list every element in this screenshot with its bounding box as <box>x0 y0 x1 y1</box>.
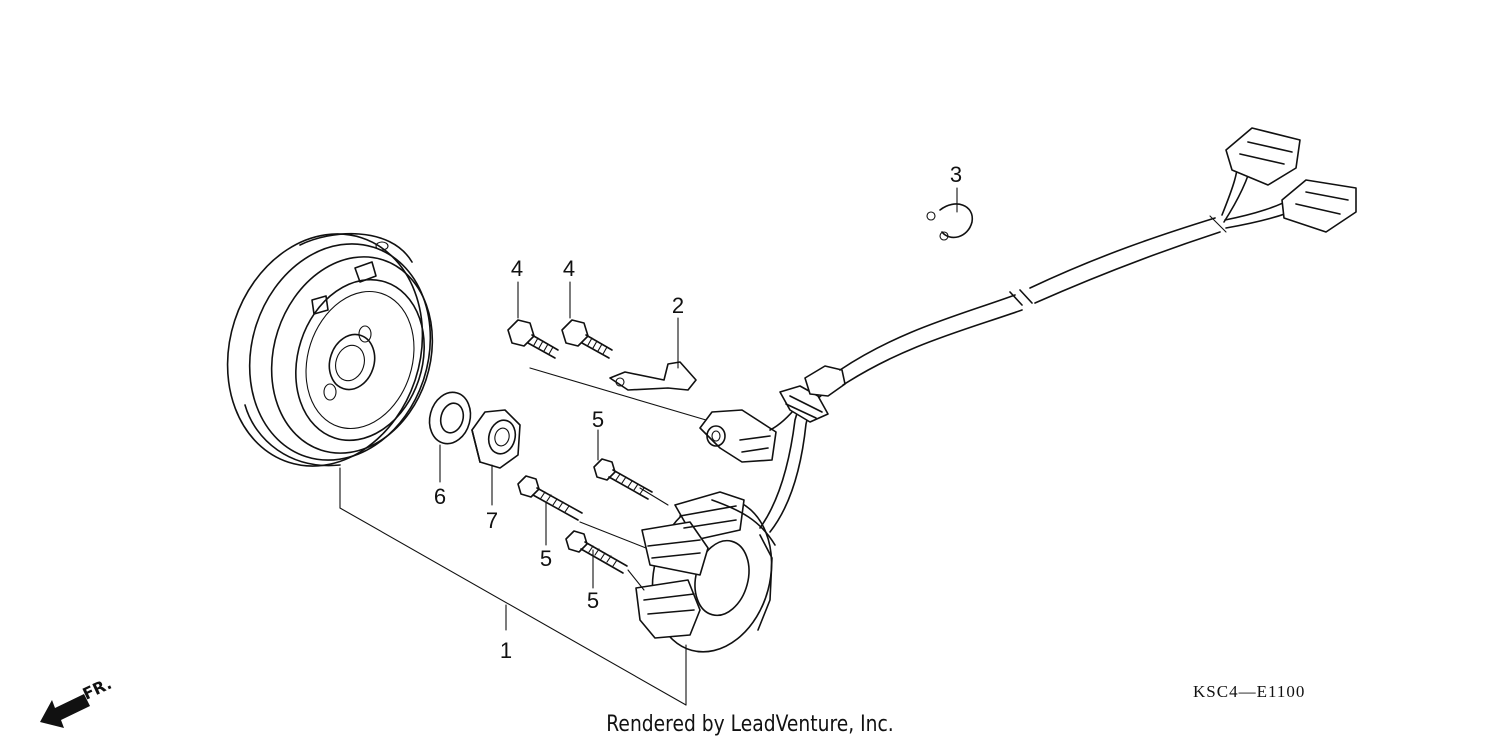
callout-2[interactable]: 2 <box>672 293 684 318</box>
washer-drawing[interactable] <box>424 388 476 449</box>
front-direction-marker: FR. <box>40 674 115 728</box>
stator-drawing[interactable] <box>635 485 788 666</box>
wire-harness-drawing[interactable] <box>759 127 1357 533</box>
front-label: FR. <box>80 674 115 704</box>
callout-6[interactable]: 6 <box>434 484 446 509</box>
callout-4a[interactable]: 4 <box>511 256 523 281</box>
callout-1[interactable]: 1 <box>500 638 512 663</box>
leader-lines <box>339 187 958 706</box>
flywheel-drawing[interactable] <box>198 208 457 491</box>
clamp-drawing[interactable] <box>609 361 697 391</box>
bolt-5a-drawing[interactable] <box>593 458 653 500</box>
nut-drawing[interactable] <box>471 409 521 469</box>
bolt-5c-drawing[interactable] <box>565 530 628 574</box>
bolt-5b-drawing[interactable] <box>517 475 583 521</box>
callout-5a[interactable]: 5 <box>592 407 604 432</box>
circlip-drawing[interactable] <box>926 203 973 241</box>
callout-4b[interactable]: 4 <box>563 256 575 281</box>
callout-5b[interactable]: 5 <box>540 546 552 571</box>
callouts: 1 2 3 4 4 5 5 5 6 7 <box>434 162 962 663</box>
callout-5c[interactable]: 5 <box>587 588 599 613</box>
pulse-sensor-drawing[interactable] <box>699 409 777 463</box>
callout-7[interactable]: 7 <box>486 508 498 533</box>
bolt-4b-drawing[interactable] <box>561 319 613 359</box>
bolt-4a-drawing[interactable] <box>507 319 559 359</box>
callout-3[interactable]: 3 <box>950 162 962 187</box>
front-arrow-icon <box>40 694 90 728</box>
diagram-code: KSC4—E1100 <box>1193 682 1305 701</box>
credit-text: Rendered by LeadVenture, Inc. <box>606 712 894 737</box>
